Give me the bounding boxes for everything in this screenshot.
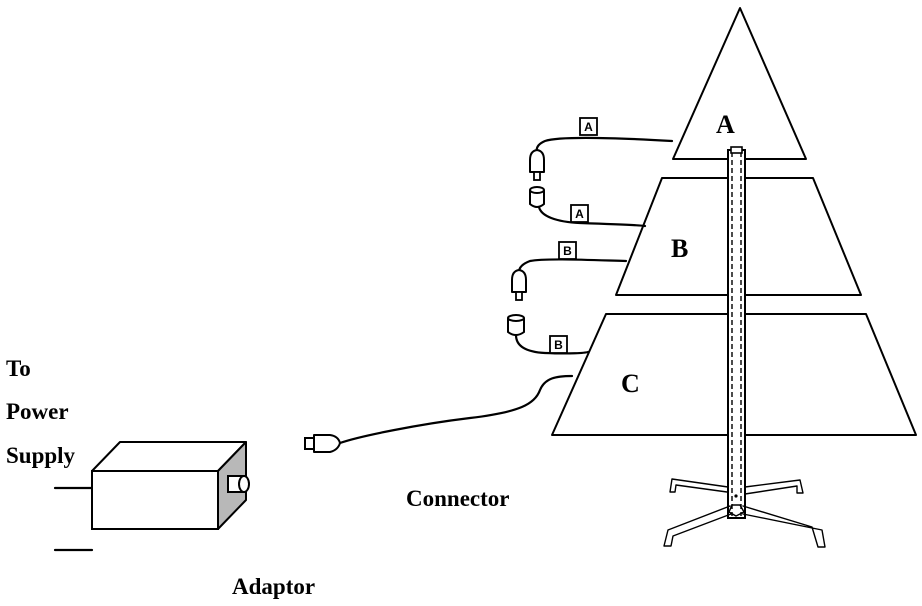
svg-text:B: B [563,244,572,258]
tree-section-a [672,7,807,160]
cable-a [529,136,674,228]
svg-text:A: A [584,120,593,134]
power-label-line-3: Supply [6,443,76,468]
svg-text:B: B [554,338,563,352]
adaptor-box [91,441,250,530]
tree-stand [663,478,826,548]
connector-label: Connector [406,486,509,511]
tag-a-bottom: A [570,204,589,223]
cable-b [507,258,628,355]
tag-b-bottom: B [549,335,568,354]
tree-section-c-label: C [621,369,640,398]
svg-text:A: A [575,207,584,221]
tree-pole [727,146,746,519]
connector-cable [338,374,574,445]
power-label-line-2: Power [6,399,69,424]
tree-section-a-label: A [716,110,735,139]
adaptor-label: Adaptor [232,574,315,599]
power-supply-wires [53,486,94,552]
tag-a-top: A [579,117,598,136]
tree-section-b-label: B [671,234,688,263]
connector-plug [304,434,341,453]
tag-b-top: B [558,241,577,260]
adaptor-jack [227,475,250,493]
power-label-line-1: To [6,356,31,381]
